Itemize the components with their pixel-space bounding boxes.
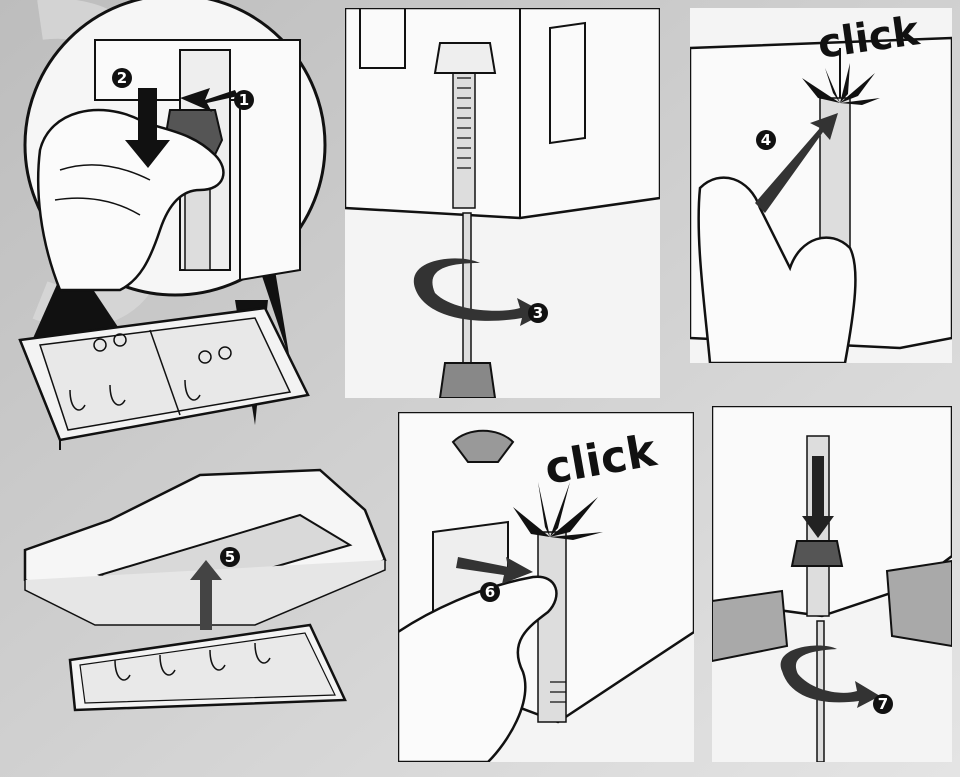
panel-step-3: 3 <box>345 8 660 398</box>
panel-step-1-2: 2 1 <box>0 0 340 450</box>
step-5-illustration: 5 <box>20 465 390 725</box>
step-1-2-illustration: 2 1 <box>0 0 340 450</box>
step-7-illustration: 7 <box>712 406 952 762</box>
step-number-7: 7 <box>878 695 888 713</box>
step-6-illustration: click 6 <box>398 412 694 762</box>
panel-step-6: click 6 <box>398 412 694 762</box>
panel-step-5: 5 <box>20 465 390 725</box>
step-number-5: 5 <box>225 548 235 566</box>
step-badge-2: 2 <box>112 68 132 88</box>
step-badge-4: 4 <box>756 130 776 150</box>
step-number-4: 4 <box>761 131 771 149</box>
panel-step-4: click 4 <box>690 8 952 363</box>
step-number-2: 2 <box>117 69 127 87</box>
screwdriver <box>463 213 471 363</box>
step-4-illustration: click 4 <box>690 8 952 363</box>
step-badge-5: 5 <box>220 547 240 567</box>
step-number-3: 3 <box>533 304 543 322</box>
step-3-illustration: 3 <box>345 8 660 398</box>
flush-box-illustration <box>70 625 345 710</box>
panel-step-7: 7 <box>712 406 952 762</box>
step-number-1: 1 <box>239 91 249 109</box>
step-badge-1: 1 <box>234 90 254 110</box>
step-badge-6: 6 <box>480 582 500 602</box>
step-number-6: 6 <box>485 583 495 601</box>
step-badge-3: 3 <box>528 303 548 323</box>
step-badge-7: 7 <box>873 694 893 714</box>
